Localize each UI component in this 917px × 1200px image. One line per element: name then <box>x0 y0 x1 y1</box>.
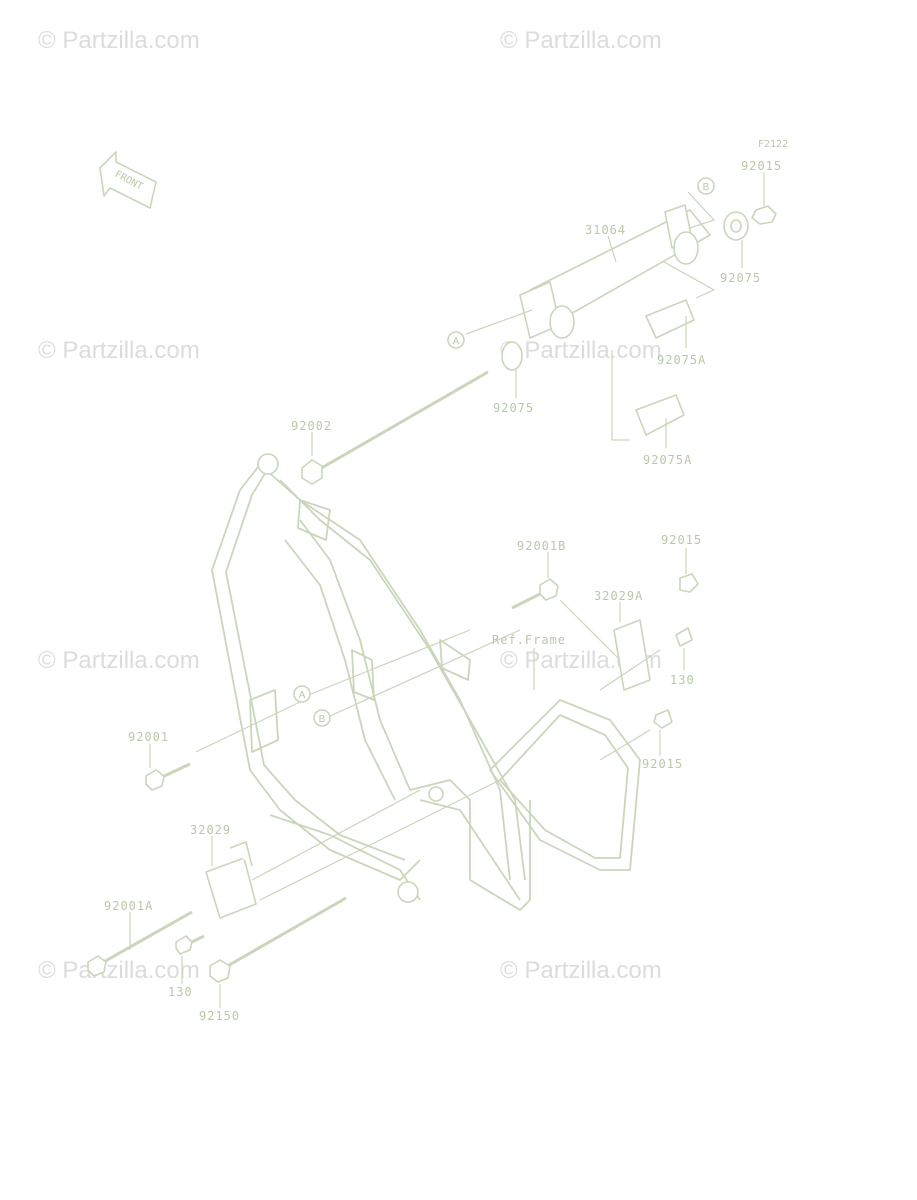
shaft-31064 <box>501 204 777 436</box>
bolt-92002 <box>301 370 489 485</box>
figure-code: F2122 <box>758 139 788 150</box>
watermark: © Partzilla.com <box>500 27 662 54</box>
frame-outline <box>211 453 641 911</box>
marker-b-label: B <box>319 714 326 725</box>
part-label: 92015 <box>642 757 683 771</box>
marker-a-label: A <box>299 690 306 701</box>
part-label: 32029 <box>190 823 231 837</box>
part-label: 92001 <box>128 730 169 744</box>
part-labels: 92015 31064 92075 92075A 92075 92075A 92… <box>104 159 782 1023</box>
watermark: © Partzilla.com <box>38 27 200 54</box>
watermark: © Partzilla.com <box>500 337 662 364</box>
marker-b-mid: B <box>313 709 331 727</box>
marker-b-top: B <box>697 177 715 195</box>
watermark: © Partzilla.com <box>38 647 200 674</box>
marker-a-label: A <box>453 336 460 347</box>
bolt-130-lower <box>175 934 205 955</box>
part-label: 92001A <box>104 899 153 913</box>
bracket-32029 <box>205 841 257 919</box>
watermark: © Partzilla.com <box>38 337 200 364</box>
bolt-92001b <box>511 578 559 610</box>
marker-b-label: B <box>703 182 710 193</box>
leader-lines <box>129 172 765 1008</box>
part-label: 92075A <box>643 453 692 467</box>
part-label: 92002 <box>291 419 332 433</box>
marker-a-top: A <box>447 331 465 349</box>
part-label: 92015 <box>741 159 782 173</box>
part-label: 32029A <box>594 589 643 603</box>
watermark: © Partzilla.com <box>500 957 662 984</box>
bolt-92001 <box>145 762 191 791</box>
part-label: 31064 <box>585 223 626 237</box>
bracket-32029a <box>613 573 699 729</box>
part-label: 130 <box>670 673 695 687</box>
part-label: 92075A <box>657 353 706 367</box>
bolt-92150 <box>209 896 347 983</box>
part-label: 130 <box>168 985 193 999</box>
ref-frame-label: Ref.Frame <box>492 633 566 647</box>
watermark: © Partzilla.com <box>38 957 200 984</box>
part-label: 92001B <box>517 539 566 553</box>
marker-a-mid: A <box>293 685 311 703</box>
part-label: 92015 <box>661 533 702 547</box>
part-label: 92075 <box>720 271 761 285</box>
part-label: 92075 <box>493 401 534 415</box>
front-arrow-icon: FRONT <box>99 151 157 209</box>
part-label: 92150 <box>199 1009 240 1023</box>
bolt-92001a <box>87 910 193 977</box>
